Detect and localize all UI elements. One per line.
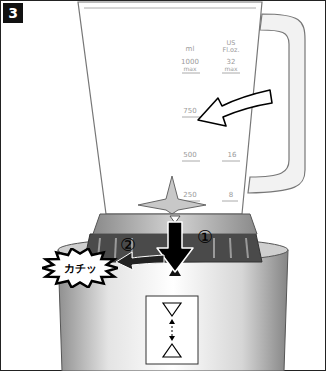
twist-arrow bbox=[116, 252, 164, 270]
dashed-line bbox=[172, 322, 173, 338]
sound-text: カチッ bbox=[64, 261, 97, 276]
unit-label: ml bbox=[178, 46, 202, 53]
scale-value: 8 bbox=[221, 192, 241, 199]
lock-symbol bbox=[163, 344, 181, 357]
arrow-head bbox=[169, 319, 175, 324]
scale-value: 750 bbox=[178, 108, 202, 115]
scale-value: 250 bbox=[178, 192, 202, 199]
scale-value: 16 bbox=[222, 152, 242, 159]
burst-shape bbox=[42, 249, 118, 288]
unlock-symbol bbox=[163, 303, 181, 316]
scale-value: max bbox=[219, 66, 243, 72]
scale-value: 500 bbox=[178, 152, 202, 159]
sound-burst: カチッ bbox=[42, 248, 118, 288]
unit-label: US Fl.oz. bbox=[219, 40, 243, 53]
scale-value: 32 bbox=[219, 59, 243, 66]
jug-rim bbox=[84, 8, 256, 9]
step-text: 3 bbox=[8, 5, 18, 21]
blade bbox=[138, 176, 206, 214]
down-arrow bbox=[157, 222, 193, 272]
scale-value: max bbox=[178, 66, 202, 72]
callout-number: ② bbox=[116, 236, 140, 254]
arrow-head bbox=[169, 336, 175, 341]
scale-lines bbox=[182, 73, 240, 201]
callout-number: ① bbox=[193, 228, 217, 246]
step-number: 3 bbox=[3, 3, 23, 23]
scale-value: 1000 bbox=[178, 59, 202, 66]
place-arrow bbox=[198, 90, 272, 126]
symbol-panel bbox=[146, 296, 198, 364]
